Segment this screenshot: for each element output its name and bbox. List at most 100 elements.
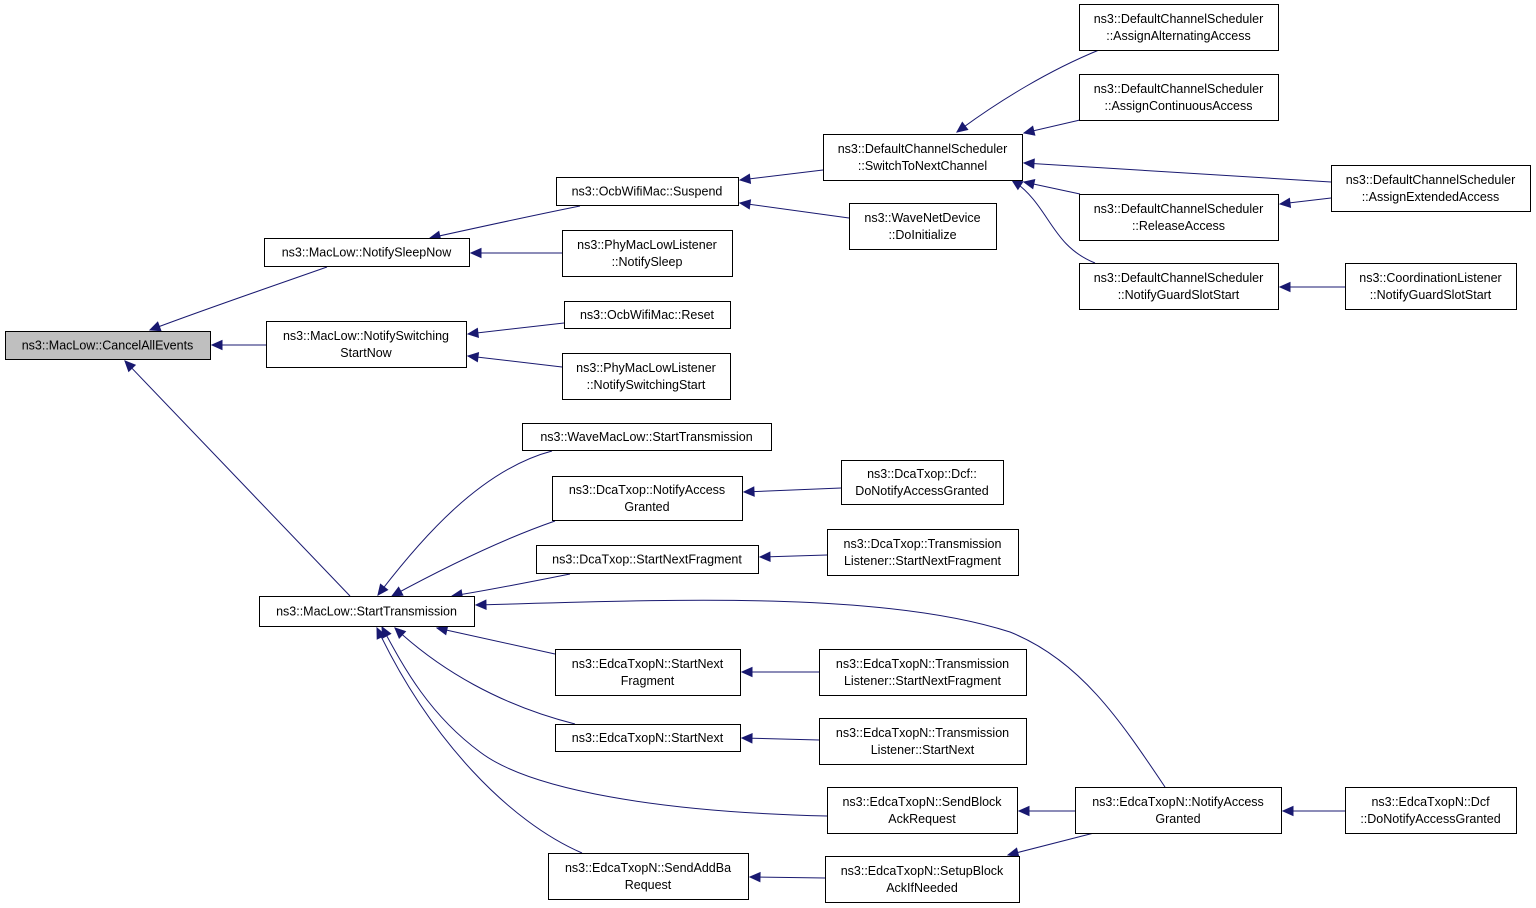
node-edca-dcf-do-notify-access-granted[interactable]: ns3::EdcaTxopN::Dcf::DoNotifyAccessGrant…: [1345, 787, 1517, 834]
edge-phy_notify_sleep-to-notify_sleep_now: [469, 247, 562, 259]
node-label: ::SwitchToNextChannel: [858, 159, 987, 173]
edge-coord_notify_guard_slot_start-to-notify_guard_slot_start: [1278, 281, 1345, 293]
node-box[interactable]: [1079, 263, 1279, 310]
edge-arrowhead: [474, 599, 487, 610]
node-notify-sleep-now[interactable]: ns3::MacLow::NotifySleepNow: [264, 238, 470, 267]
edge-line: [451, 573, 571, 597]
node-ocb-suspend[interactable]: ns3::OcbWifiMac::Suspend: [556, 177, 739, 206]
edge-edca_start_next_fragment-to-maclow_start_transmission: [435, 625, 556, 655]
node-label: ns3::MacLow::CancelAllEvents: [22, 339, 194, 353]
edge-line: [1007, 832, 1095, 856]
node-box[interactable]: [266, 321, 467, 368]
edge-wave_start_transmission-to-maclow_start_transmission: [377, 450, 553, 596]
edge-line: [467, 355, 563, 368]
edge-arrowhead: [740, 666, 753, 678]
node-box[interactable]: [259, 596, 475, 627]
node-dca-tl-start-next-fragment[interactable]: ns3::DcaTxop::TransmissionListener::Star…: [827, 529, 1019, 576]
node-edca-notify-access-granted[interactable]: ns3::EdcaTxopN::NotifyAccessGranted: [1075, 787, 1282, 834]
node-box[interactable]: [1079, 4, 1279, 51]
node-assign-continuous-access[interactable]: ns3::DefaultChannelScheduler::AssignCont…: [1079, 74, 1279, 121]
node-label: ns3::OcbWifiMac::Reset: [580, 308, 715, 322]
node-box[interactable]: [1079, 74, 1279, 121]
edge-edca_start_next-to-maclow_start_transmission: [394, 627, 576, 725]
node-box[interactable]: [819, 718, 1027, 765]
node-box[interactable]: [827, 787, 1018, 834]
edge-edca_tl_start_next_fragment-to-edca_start_next_fragment: [740, 666, 819, 678]
node-box[interactable]: [555, 724, 741, 752]
node-label: ::AssignContinuousAccess: [1105, 99, 1253, 113]
edge-line: [741, 737, 820, 741]
node-box[interactable]: [1345, 263, 1517, 310]
node-box[interactable]: [522, 423, 772, 451]
node-box[interactable]: [1345, 787, 1517, 834]
node-box[interactable]: [548, 853, 749, 900]
node-maclow-start-transmission[interactable]: ns3::MacLow::StartTransmission: [259, 596, 475, 627]
node-box[interactable]: [1079, 194, 1279, 241]
node-dca-start-next-fragment[interactable]: ns3::DcaTxop::StartNextFragment: [536, 545, 759, 574]
node-phy-notify-switching-start[interactable]: ns3::PhyMacLowListener::NotifySwitchingS…: [562, 353, 731, 400]
edge-arrowhead: [1022, 179, 1036, 190]
node-box[interactable]: [552, 476, 743, 521]
edge-arrowhead: [956, 121, 969, 133]
edge-line: [475, 599, 1166, 788]
node-ocb-reset[interactable]: ns3::OcbWifiMac::Reset: [564, 301, 731, 329]
node-box[interactable]: [562, 230, 733, 277]
node-box[interactable]: [823, 134, 1023, 181]
node-edca-tl-start-next-fragment[interactable]: ns3::EdcaTxopN::TransmissionListener::St…: [819, 649, 1027, 696]
node-box[interactable]: [827, 529, 1019, 576]
node-dca-dcf-do-notify-access-granted[interactable]: ns3::DcaTxop::Dcf::DoNotifyAccessGranted: [841, 460, 1004, 505]
node-box[interactable]: [1331, 165, 1531, 212]
edge-edca_dcf_do_notify_access_granted-to-edca_notify_access_granted: [1281, 805, 1345, 817]
node-label: Granted: [624, 500, 669, 514]
node-box[interactable]: [849, 203, 997, 250]
node-phy-notify-sleep[interactable]: ns3::PhyMacLowListener::NotifySleep: [562, 230, 733, 277]
node-box[interactable]: [556, 177, 739, 206]
edge-edca_notify_access_granted-to-maclow_start_transmission: [474, 599, 1166, 788]
node-box[interactable]: [819, 649, 1027, 696]
node-edca-start-next[interactable]: ns3::EdcaTxopN::StartNext: [555, 724, 741, 752]
edge-wave_do_initialize-to-ocb_suspend: [738, 199, 850, 219]
node-label: ns3::DefaultChannelScheduler: [1094, 82, 1264, 96]
node-box[interactable]: [5, 331, 211, 360]
edge-line: [1011, 179, 1096, 264]
edge-arrowhead: [738, 199, 752, 210]
edge-line: [429, 205, 581, 239]
node-edca-start-next-fragment[interactable]: ns3::EdcaTxopN::StartNextFragment: [555, 649, 741, 696]
node-label: ns3::DcaTxop::StartNextFragment: [552, 553, 742, 567]
edge-arrowhead: [469, 247, 482, 259]
node-notify-guard-slot-start[interactable]: ns3::DefaultChannelScheduler::NotifyGuar…: [1079, 263, 1279, 310]
node-box[interactable]: [536, 545, 759, 574]
node-coord-notify-guard-slot-start[interactable]: ns3::CoordinationListener::NotifyGuardSl…: [1345, 263, 1517, 310]
node-cancel-all-events[interactable]: ns3::MacLow::CancelAllEvents: [5, 331, 211, 360]
edge-line: [739, 169, 824, 181]
node-label: ns3::MacLow::NotifySleepNow: [282, 246, 452, 260]
node-wave-do-initialize[interactable]: ns3::WaveNetDevice::DoInitialize: [849, 203, 997, 250]
edge-arrowhead: [466, 351, 480, 363]
node-assign-extended-access[interactable]: ns3::DefaultChannelScheduler::AssignExte…: [1331, 165, 1531, 212]
node-dca-notify-access-granted[interactable]: ns3::DcaTxop::NotifyAccessGranted: [552, 476, 743, 521]
node-wave-start-transmission[interactable]: ns3::WaveMacLow::StartTransmission: [522, 423, 772, 451]
node-label: Granted: [1155, 812, 1200, 826]
node-edca-tl-start-next[interactable]: ns3::EdcaTxopN::TransmissionListener::St…: [819, 718, 1027, 765]
edge-assign_extended_access-to-release_access: [1278, 197, 1332, 209]
node-box[interactable]: [825, 856, 1020, 903]
node-box[interactable]: [841, 460, 1004, 505]
node-box[interactable]: [264, 238, 470, 267]
node-label: ns3::EdcaTxopN::StartNext: [572, 657, 724, 671]
node-assign-alternating-access[interactable]: ns3::DefaultChannelScheduler::AssignAlte…: [1079, 4, 1279, 51]
node-box[interactable]: [564, 301, 731, 329]
node-release-access[interactable]: ns3::DefaultChannelScheduler::ReleaseAcc…: [1079, 194, 1279, 241]
node-box[interactable]: [555, 649, 741, 696]
node-box[interactable]: [562, 353, 731, 400]
node-switch-to-next-channel[interactable]: ns3::DefaultChannelScheduler::SwitchToNe…: [823, 134, 1023, 181]
node-label: AckIfNeeded: [886, 881, 958, 895]
node-box[interactable]: [1075, 787, 1282, 834]
edge-arrowhead: [1010, 179, 1024, 191]
edge-line: [749, 876, 826, 879]
edges-layer: [124, 49, 1345, 883]
node-label: ::AssignAlternatingAccess: [1106, 29, 1251, 43]
